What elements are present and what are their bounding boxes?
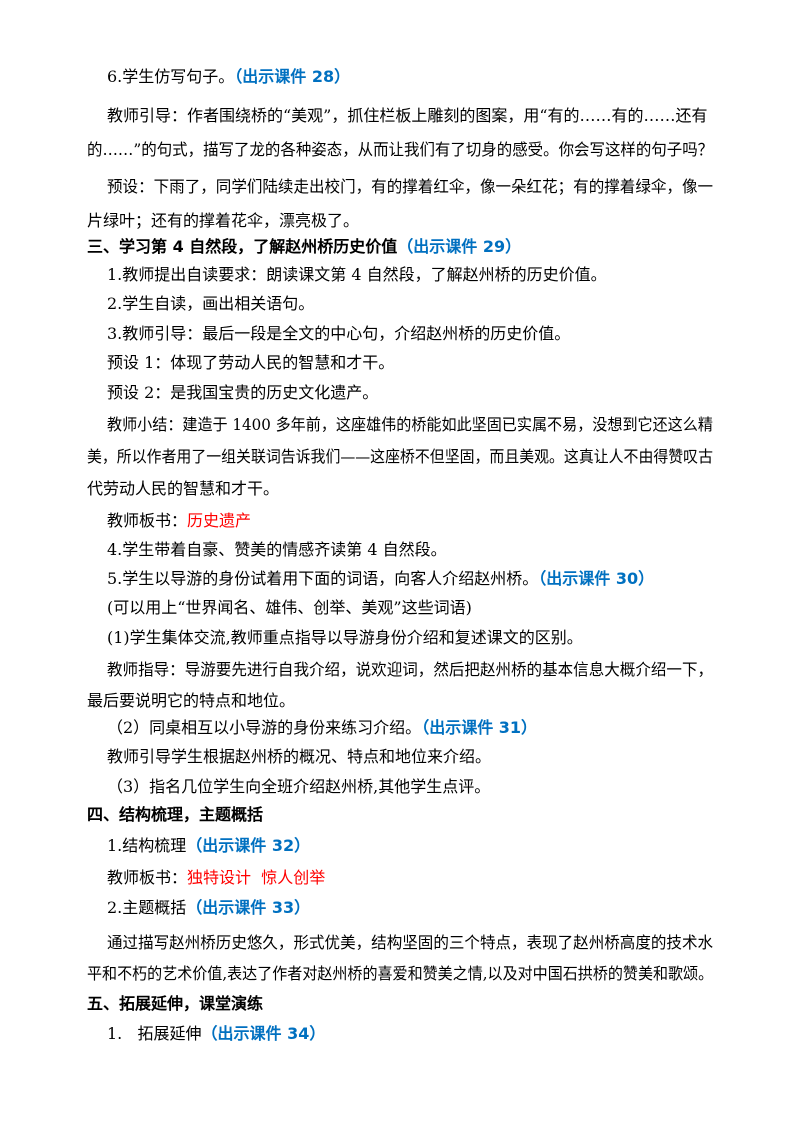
paragraph-line: 美，所以作者用了一组关联词告诉我们——这座桥不但坚固，而且美观。这真让人不由得赞… bbox=[87, 447, 713, 466]
step-5-text: 5.学生以导游的身份试着用下面的词语，向客人介绍赵州桥。 bbox=[107, 569, 539, 588]
courseware-ref-30: （出示课件 30） bbox=[538, 569, 655, 588]
courseware-ref-33: （出示课件 33） bbox=[186, 898, 311, 917]
board-writing-line: 教师板书：历史遗产 bbox=[107, 510, 251, 532]
paragraph-line: 2.学生自读，画出相关语句。 bbox=[107, 294, 315, 313]
step-2-line: （2）同桌相互以小导游的身份来练习介绍。（出示课件 31） bbox=[107, 717, 537, 739]
section-3-heading: 三、学习第 4 自然段，了解赵州桥历史价值（出示课件 29） bbox=[87, 236, 521, 258]
structure-line: 1.结构梳理（出示课件 32） bbox=[107, 835, 310, 857]
paragraph-line: 教师引导：作者围绕桥的“美观”，抓住栏板上雕刻的图案，用“有的……有的……还有 bbox=[107, 106, 708, 125]
section-3-title: 三、学习第 4 自然段，了解赵州桥历史价值 bbox=[87, 237, 398, 256]
paragraph-line: 平和不朽的艺术价值,表达了作者对赵州桥的喜爱和赞美之情,以及对中国石拱桥的赞美和… bbox=[87, 964, 714, 983]
courseware-ref-31: （出示课件 31） bbox=[421, 718, 538, 737]
paragraph-line: （3）指名几位学生向全班介绍赵州桥,其他学生点评。 bbox=[107, 777, 491, 796]
theme-text: 2.主题概括 bbox=[107, 898, 187, 917]
board-writing-text: 独特设计 惊人创举 bbox=[187, 868, 326, 887]
paragraph-line: 代劳动人民的智慧和才干。 bbox=[87, 479, 280, 498]
paragraph-line: 的……”的句式，描写了龙的各种姿态，从而让我们有了切身的感受。你会写这样的句子吗… bbox=[87, 140, 714, 159]
courseware-ref-32: （出示课件 32） bbox=[186, 836, 311, 855]
paragraph-line: 最后要说明它的特点和地位。 bbox=[87, 691, 296, 710]
paragraph-line: 通过描写赵州桥历史悠久，形式优美，结构坚固的三个特点，表现了赵州桥高度的技术水 bbox=[107, 933, 714, 952]
paragraph-line: 4.学生带着自豪、赞美的情感齐读第 4 自然段。 bbox=[107, 540, 447, 559]
step-6-text: 6.学生仿写句子。 bbox=[107, 67, 235, 86]
step-2-text: （2）同桌相互以小导游的身份来练习介绍。 bbox=[107, 718, 422, 737]
section-4-heading: 四、结构梳理，主题概括 bbox=[87, 805, 264, 824]
paragraph-line: 预设 1：体现了劳动人民的智慧和才干。 bbox=[107, 353, 395, 372]
paragraph-line: 教师指导：导游要先进行自我介绍，说欢迎词，然后把赵州桥的基本信息大概介绍一下， bbox=[107, 660, 714, 679]
board-writing-line: 教师板书：独特设计 惊人创举 bbox=[107, 867, 325, 889]
paragraph-line: 1.教师提出自读要求：朗读课文第 4 自然段，了解赵州桥的历史价值。 bbox=[107, 265, 607, 284]
step-5-line: 5.学生以导游的身份试着用下面的词语，向客人介绍赵州桥。（出示课件 30） bbox=[107, 568, 654, 590]
extension-text: 1. 拓展延伸 bbox=[107, 1024, 202, 1043]
extension-line: 1. 拓展延伸（出示课件 34） bbox=[107, 1023, 325, 1045]
structure-text: 1.结构梳理 bbox=[107, 836, 187, 855]
step-6-line: 6.学生仿写句子。（出示课件 28） bbox=[107, 66, 350, 88]
paragraph-line: 3.教师引导：最后一段是全文的中心句，介绍赵州桥的历史价值。 bbox=[107, 324, 571, 343]
paragraph-line: 预设：下雨了，同学们陆续走出校门，有的撑着红伞，像一朵红花；有的撑着绿伞，像一 bbox=[107, 177, 714, 196]
paragraph-line: (1)学生集体交流,教师重点指导以导游身份介绍和复述课文的区别。 bbox=[107, 628, 583, 647]
courseware-ref-34: （出示课件 34） bbox=[201, 1024, 326, 1043]
paragraph-line: 预设 2：是我国宝贵的历史文化遗产。 bbox=[107, 383, 379, 402]
paragraph-line: 片绿叶；还有的撑着花伞，漂亮极了。 bbox=[87, 211, 360, 230]
board-writing-label: 教师板书： bbox=[107, 511, 188, 530]
paragraph-line: (可以用上“世界闻名、雄伟、创举、美观”这些词语) bbox=[107, 598, 472, 617]
theme-line: 2.主题概括（出示课件 33） bbox=[107, 897, 310, 919]
section-5-heading: 五、拓展延伸，课堂演练 bbox=[87, 994, 264, 1013]
paragraph-line: 教师小结：建造于 1400 多年前，这座雄伟的桥能如此坚固已实属不易，没想到它还… bbox=[107, 415, 713, 434]
board-writing-text: 历史遗产 bbox=[187, 511, 252, 530]
courseware-ref-28: （出示课件 28） bbox=[234, 67, 351, 86]
paragraph-line: 教师引导学生根据赵州桥的概况、特点和地位来介绍。 bbox=[107, 747, 492, 766]
courseware-ref-29: （出示课件 29） bbox=[397, 237, 522, 256]
board-writing-label: 教师板书： bbox=[107, 868, 188, 887]
